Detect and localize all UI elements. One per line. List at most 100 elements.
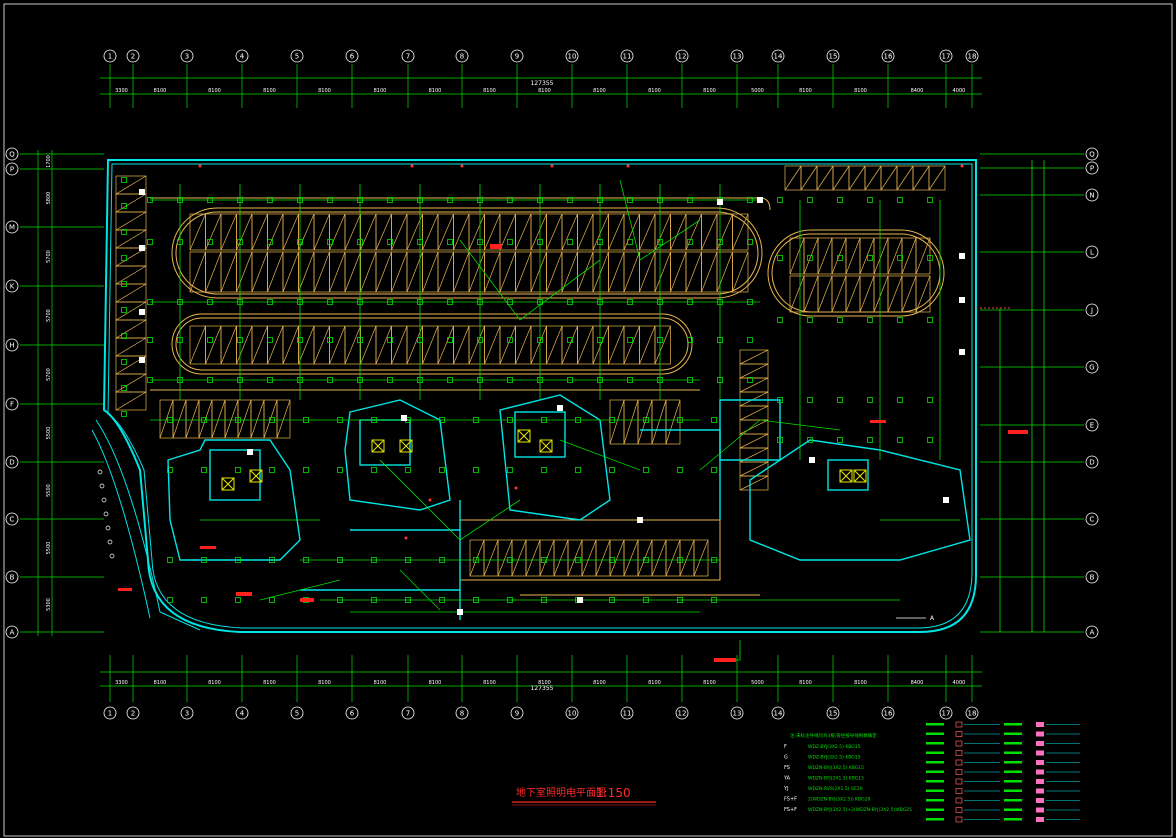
row-bubble-right-B: B <box>1085 570 1099 584</box>
dim-top-9: 8100 <box>538 88 551 94</box>
column-bubble-bottom-8: 8 <box>455 706 469 720</box>
svg-text:1: 1 <box>108 53 112 61</box>
dim-left-M: 5800 <box>46 192 52 205</box>
column-bubble-top-3: 3 <box>180 49 194 63</box>
svg-text:C: C <box>10 516 15 524</box>
sheet-frame <box>3 3 1173 837</box>
legend-symbol-table <box>926 721 1080 823</box>
dim-bottom-12: 8100 <box>703 680 716 686</box>
column-bubble-top-17: 17 <box>939 49 953 63</box>
svg-text:15: 15 <box>829 710 838 718</box>
dim-left-H: 5700 <box>46 309 52 322</box>
dim-top-6: 8100 <box>374 88 387 94</box>
column-bubble-bottom-3: 3 <box>180 706 194 720</box>
dim-top-3: 8100 <box>208 88 221 94</box>
column-bubble-bottom-17: 17 <box>939 706 953 720</box>
column-bubble-bottom-16: 16 <box>881 706 895 720</box>
svg-text:FS+F: FS+F <box>784 797 797 803</box>
svg-text:A: A <box>10 629 15 637</box>
column-bubble-bottom-10: 10 <box>565 706 579 720</box>
dim-bottom-17: 4000 <box>953 680 966 686</box>
svg-text:4: 4 <box>240 53 245 61</box>
svg-text:10: 10 <box>568 53 577 61</box>
svg-text:15: 15 <box>829 53 838 61</box>
legend-line-5: FS+F 2(WDZN-BYJ(3X2.5)) KBG20 <box>784 797 870 803</box>
column-bubble-top-5: 5 <box>290 49 304 63</box>
column-bubble-bottom-1: 1 <box>103 706 117 720</box>
column-bubble-top-6: 6 <box>345 49 359 63</box>
svg-text:17: 17 <box>942 53 951 61</box>
svg-text:13: 13 <box>733 710 742 718</box>
light-fixtures <box>121 177 933 603</box>
svg-text:14: 14 <box>774 53 783 61</box>
row-bubble-right-D: D <box>1085 455 1099 469</box>
column-bubble-bottom-9: 9 <box>510 706 524 720</box>
svg-text:FS+F: FS+F <box>784 807 797 813</box>
drawing-scale: 1:150 <box>596 786 631 800</box>
column-bubble-bottom-18: 18 <box>965 706 979 720</box>
column-bubble-top-10: 10 <box>565 49 579 63</box>
svg-text:16: 16 <box>884 710 893 718</box>
svg-text:2: 2 <box>131 53 135 61</box>
svg-text:6: 6 <box>350 710 355 718</box>
svg-text:WDZN-BYJ(2X1.5) KBG15: WDZN-BYJ(2X1.5) KBG15 <box>808 776 864 782</box>
svg-text:WDZN-BYJ(3X2.5)+2(WDZN-BYJ(3X2: WDZN-BYJ(3X2.5)+2(WDZN-BYJ(3X2.5))KBG25 <box>808 807 912 813</box>
svg-text:N: N <box>1089 192 1094 200</box>
row-bubble-left-C: C <box>5 512 19 526</box>
legend-line-6: FS+F WDZN-BYJ(3X2.5)+2(WDZN-BYJ(3X2.5))KB… <box>784 807 912 813</box>
svg-text:12: 12 <box>678 53 687 61</box>
svg-text:E: E <box>1090 422 1094 430</box>
dim-bottom-15: 8100 <box>854 680 867 686</box>
svg-text:2(WDZN-BYJ(3X2.5)) KBG20: 2(WDZN-BYJ(3X2.5)) KBG20 <box>808 797 870 803</box>
entrance-label: A <box>930 615 935 622</box>
svg-text:C: C <box>1090 516 1095 524</box>
column-bubble-top-18: 18 <box>965 49 979 63</box>
column-bubble-bottom-13: 13 <box>730 706 744 720</box>
dim-top-15: 8100 <box>854 88 867 94</box>
row-bubble-right-J: J <box>1085 303 1099 317</box>
svg-text:8: 8 <box>460 710 464 718</box>
row-bubble-left-M: M <box>5 220 19 234</box>
column-bubble-top-1: 1 <box>103 49 117 63</box>
column-bubble-top-16: 16 <box>881 49 895 63</box>
dim-bottom-14: 8100 <box>799 680 812 686</box>
svg-text:B: B <box>10 574 15 582</box>
dim-top-14: 8100 <box>799 88 812 94</box>
svg-text:M: M <box>9 224 15 232</box>
dim-bottom-16: 8400 <box>911 680 924 686</box>
dim-left-B: 5500 <box>46 542 52 555</box>
svg-text:WDZN-BYJ(3X2.5) KBG15: WDZN-BYJ(3X2.5) KBG15 <box>808 765 864 771</box>
column-bubble-top-12: 12 <box>675 49 689 63</box>
dim-left-D: 5500 <box>46 427 52 440</box>
row-bubble-left-K: K <box>5 279 19 293</box>
column-bubble-top-13: 13 <box>730 49 744 63</box>
dim-bottom-9: 8100 <box>538 680 551 686</box>
svg-text:3: 3 <box>185 53 189 61</box>
column-bubble-top-8: 8 <box>455 49 469 63</box>
svg-text:Q: Q <box>1089 151 1095 159</box>
dim-bottom-8: 8100 <box>483 680 496 686</box>
dim-top-1: 3300 <box>115 88 128 94</box>
column-bubble-bottom-14: 14 <box>771 706 785 720</box>
column-bubble-bottom-7: 7 <box>401 706 415 720</box>
dim-left-P: 1700 <box>46 155 52 168</box>
row-bubble-right-Q: Q <box>1085 147 1099 161</box>
svg-text:1: 1 <box>108 710 112 718</box>
column-bubble-top-4: 4 <box>235 49 249 63</box>
svg-text:WDZN-RVS(2X1.5) SC20: WDZN-RVS(2X1.5) SC20 <box>808 786 863 792</box>
svg-text:K: K <box>10 283 15 291</box>
svg-text:11: 11 <box>623 53 632 61</box>
row-bubble-left-A: A <box>5 625 19 639</box>
dim-top-5: 8100 <box>318 88 331 94</box>
